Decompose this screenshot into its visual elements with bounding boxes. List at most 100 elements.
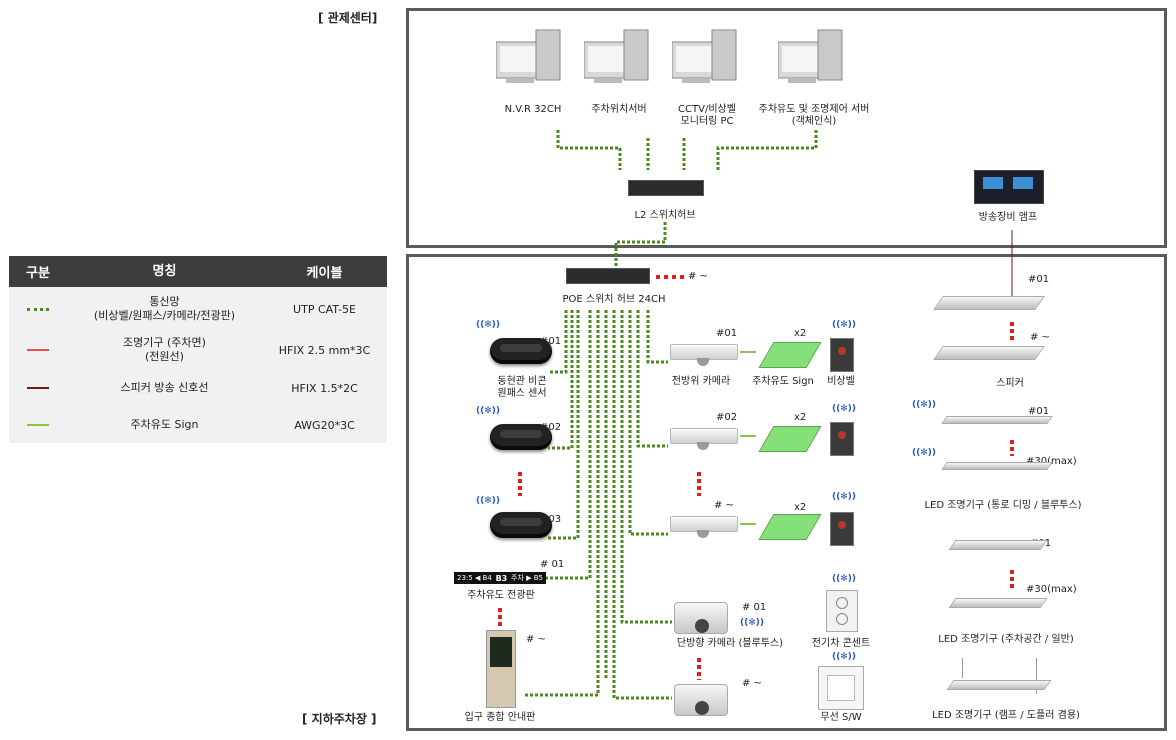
front-camera-tag: #02 [716, 412, 738, 423]
emergency-bell-icon [830, 512, 854, 546]
led-space-tag: #30(max) [1026, 584, 1077, 595]
omni-camera-icon [670, 516, 738, 538]
entrance-guide-board-icon [486, 630, 516, 708]
legend-row: 조명기구 (주차면) (전원선) HFIX 2.5 mm*3C [9, 331, 387, 369]
led-path-light-icon [941, 462, 1053, 470]
display-board-label: 주차유도 전광판 [467, 590, 535, 601]
led-space-label: LED 조명기구 (주차공간 / 일반) [938, 634, 1074, 645]
ceiling-speaker-icon [933, 346, 1045, 360]
legend-row: 통신망 (비상벨/원패스/카메라/전광판) UTP CAT-5E [9, 287, 387, 331]
poe-switch-label: POE 스위치 허브 24CH [562, 294, 666, 305]
legend-name: 조명기구 (주차면) (전원선) [123, 336, 206, 363]
legend-cable: HFIX 2.5 mm*3C [278, 343, 371, 357]
led-ramp-label: LED 조명기구 (램프 / 도플러 겸용) [932, 710, 1080, 721]
speaker-label: 스피커 [996, 378, 1024, 389]
pc-icon [495, 28, 562, 86]
network-line [525, 310, 600, 697]
legend-name: 통신망 (비상벨/원패스/카메라/전광판) [93, 295, 236, 322]
network-line-swatch [27, 307, 49, 311]
parking-lot-title: [ 지하주차장 ] [302, 712, 377, 726]
pc-icon [777, 28, 844, 86]
bt-camera-tag: # ~ [742, 678, 762, 689]
beacon-label: 동현관 비콘 원패스 센서 [497, 376, 547, 399]
beacon-tag: #02 [540, 422, 562, 433]
l2-switch-icon [628, 180, 704, 196]
bt-camera-label: 단방향 카메라 (블루투스) [676, 638, 784, 649]
network-line [614, 222, 667, 266]
beacon-sensor-icon [490, 338, 552, 364]
legend-name: 주차유도 Sign [130, 418, 199, 431]
l2-switch-label: L2 스위치허브 [634, 210, 696, 221]
wireless-switch-label: 무선 S/W [820, 712, 862, 723]
pc-label: N.V.R 32CH [504, 104, 562, 115]
network-line [548, 310, 574, 450]
beacon-sensor-icon [490, 424, 552, 450]
legend-cable: AWG20*3C [294, 418, 355, 432]
continuation-dot [680, 275, 684, 279]
led-path-light-icon [941, 416, 1053, 424]
network-line [545, 310, 592, 580]
network-line [716, 130, 818, 170]
wireless-switch-icon[interactable] [818, 666, 864, 710]
network-line [612, 310, 672, 700]
emergency-bell-label: 비상벨 [827, 376, 855, 387]
pc-label: CCTV/비상벨 모니터링 PC [678, 104, 736, 127]
legend-table: 구분 명칭 케이블 통신망 (비상벨/원패스/카메라/전광판) UTP CAT-… [9, 256, 387, 443]
led-space-light-icon [948, 540, 1048, 550]
bluetooth-icon: ((✻)) [740, 618, 764, 628]
display-board-tag: # 01 [540, 559, 565, 570]
network-line [556, 130, 622, 170]
amp-label: 방송장비 앰프 [978, 212, 1038, 223]
bluetooth-icon: ((✻)) [832, 652, 856, 662]
beacon-tag: #03 [540, 514, 562, 525]
legend-name: 스피커 방송 신호선 [120, 381, 209, 394]
network-line [628, 310, 668, 536]
led-space-light-icon [948, 598, 1048, 608]
display-screen-text: 23:5 ◀ B4 [457, 574, 492, 582]
bluetooth-icon: ((✻)) [476, 320, 500, 330]
omni-camera-icon [670, 344, 738, 366]
bluetooth-icon: ((✻)) [476, 406, 500, 416]
speaker-tag: # ~ [1030, 332, 1050, 343]
sign-count: x2 [794, 502, 807, 513]
poe-range-tag: # ~ [688, 271, 708, 282]
beacon-tag: #01 [540, 336, 562, 347]
sign-line-swatch [27, 424, 49, 426]
guide-board-tag: # ~ [526, 634, 546, 645]
continuation-dot [656, 275, 660, 279]
bluetooth-icon: ((✻)) [832, 492, 856, 502]
network-line [548, 310, 568, 374]
pc-icon [671, 28, 738, 86]
ev-outlet-icon [826, 590, 858, 632]
front-camera-label: 전방위 카메라 [671, 376, 731, 387]
legend-cable: HFIX 1.5*2C [291, 381, 358, 395]
pc-icon [583, 28, 650, 86]
legend-row: 스피커 방송 신호선 HFIX 1.5*2C [9, 369, 387, 407]
guide-sign-label: 주차유도 Sign [752, 376, 814, 387]
bluetooth-icon: ((✻)) [832, 320, 856, 330]
network-line [620, 310, 672, 624]
bluetooth-icon: ((✻)) [832, 404, 856, 414]
parking-lot-frame [406, 254, 1167, 731]
bt-camera-icon [674, 602, 728, 634]
bt-camera-icon [674, 684, 728, 716]
ceiling-speaker-icon [933, 296, 1045, 310]
speaker-line-swatch [27, 387, 49, 389]
omni-camera-icon [670, 428, 738, 450]
bluetooth-icon: ((✻)) [832, 574, 856, 584]
bluetooth-icon: ((✻)) [912, 400, 936, 410]
legend-cable: UTP CAT-5E [293, 302, 356, 316]
legend-header: 구분 명칭 케이블 [9, 256, 387, 287]
guidance-display-board: 23:5 ◀ B4 B3 주차 ▶ B5 [454, 572, 546, 584]
front-camera-tag: #01 [716, 328, 738, 339]
legend-header-name: 명칭 [152, 263, 177, 279]
emergency-bell-icon [830, 422, 854, 456]
legend-header-cable: 케이블 [306, 266, 343, 281]
control-center-title: [ 관제센터] [318, 11, 378, 25]
control-center-frame [406, 8, 1167, 248]
bt-camera-tag: # 01 [742, 602, 767, 613]
continuation-dot [664, 275, 668, 279]
ramp-light-hanger [962, 658, 963, 678]
sign-count: x2 [794, 328, 807, 339]
